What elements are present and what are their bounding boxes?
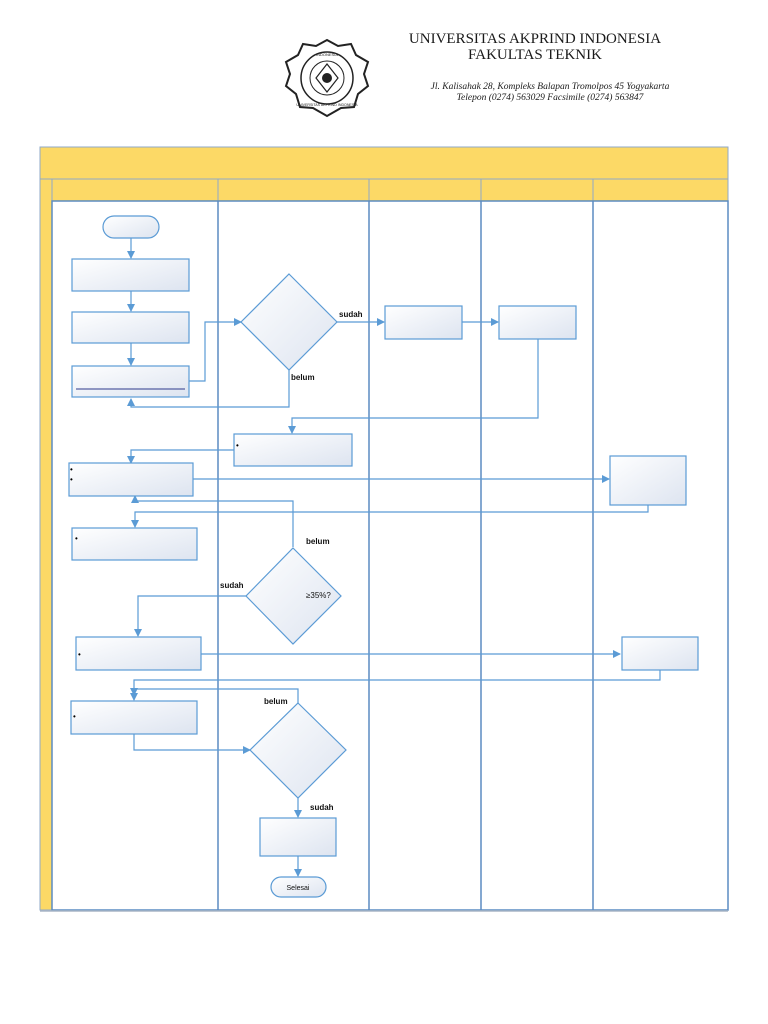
logo-text-bottom: UNIVERSITAS AKPRIND INDONESIA: [296, 103, 358, 107]
connector: [127, 449, 234, 464]
bullet: •: [70, 475, 73, 484]
logo-text-top: INDONESIA: [316, 52, 338, 57]
process-box: [71, 365, 190, 398]
institution-name: UNIVERSITAS AKPRIND INDONESIA: [408, 31, 662, 47]
connector: [130, 670, 661, 701]
process-box: [71, 258, 190, 292]
bullet: •: [78, 650, 81, 659]
address-line: Jl. Kalisahak 28, Kompleks Balapan Tromo…: [430, 82, 670, 92]
decision-diamond: [249, 702, 347, 799]
process-box: [75, 636, 202, 671]
bullet: •: [75, 534, 78, 543]
process-box: [71, 527, 198, 561]
lane-header-1: [51, 178, 219, 202]
faculty-name: FAKULTAS TEKNIK: [468, 47, 602, 63]
label-sudah: sudah: [220, 581, 244, 590]
connector: [189, 318, 242, 382]
decision-diamond: [245, 547, 342, 645]
connector: [288, 339, 539, 434]
lane-header-4: [480, 178, 594, 202]
threshold-label: ≥35%?: [306, 591, 331, 600]
label-sudah: sudah: [310, 803, 334, 812]
connector: [131, 505, 649, 528]
swimlane-side-bar: [39, 178, 53, 911]
connector: [133, 734, 251, 754]
end-terminator: [270, 876, 327, 898]
process-box: [259, 817, 337, 857]
process-box: [609, 455, 687, 506]
process-box: [70, 700, 198, 735]
bullet: •: [73, 712, 76, 721]
process-box: [71, 311, 190, 344]
university-logo: INDONESIA UNIVERSITAS AKPRIND INDONESIA: [282, 38, 372, 118]
label-sudah: sudah: [339, 310, 363, 319]
label-belum: belum: [306, 537, 330, 546]
label-belum: belum: [264, 697, 288, 706]
swimlane-body: [51, 200, 729, 911]
bullet: •: [70, 465, 73, 474]
connector: [134, 595, 246, 637]
process-box: [68, 462, 194, 497]
decision-diamond: [240, 273, 338, 371]
phone-line: Telepon (0274) 563029 Facsimile (0274) 5…: [456, 93, 644, 103]
connector: [127, 370, 290, 408]
bullet: •: [236, 441, 239, 450]
swimlane-title-bar: [39, 146, 729, 180]
process-box: [384, 305, 463, 340]
connector: [130, 688, 299, 703]
lane-header-5: [592, 178, 729, 202]
process-box: [621, 636, 699, 671]
connector: [131, 495, 294, 547]
lane-header-3: [368, 178, 482, 202]
end-label: Selesai: [287, 885, 310, 892]
start-terminator: [102, 215, 160, 239]
label-belum: belum: [291, 373, 315, 382]
process-box: [233, 433, 353, 467]
lane-header-2: [217, 178, 370, 202]
process-box: [498, 305, 577, 340]
